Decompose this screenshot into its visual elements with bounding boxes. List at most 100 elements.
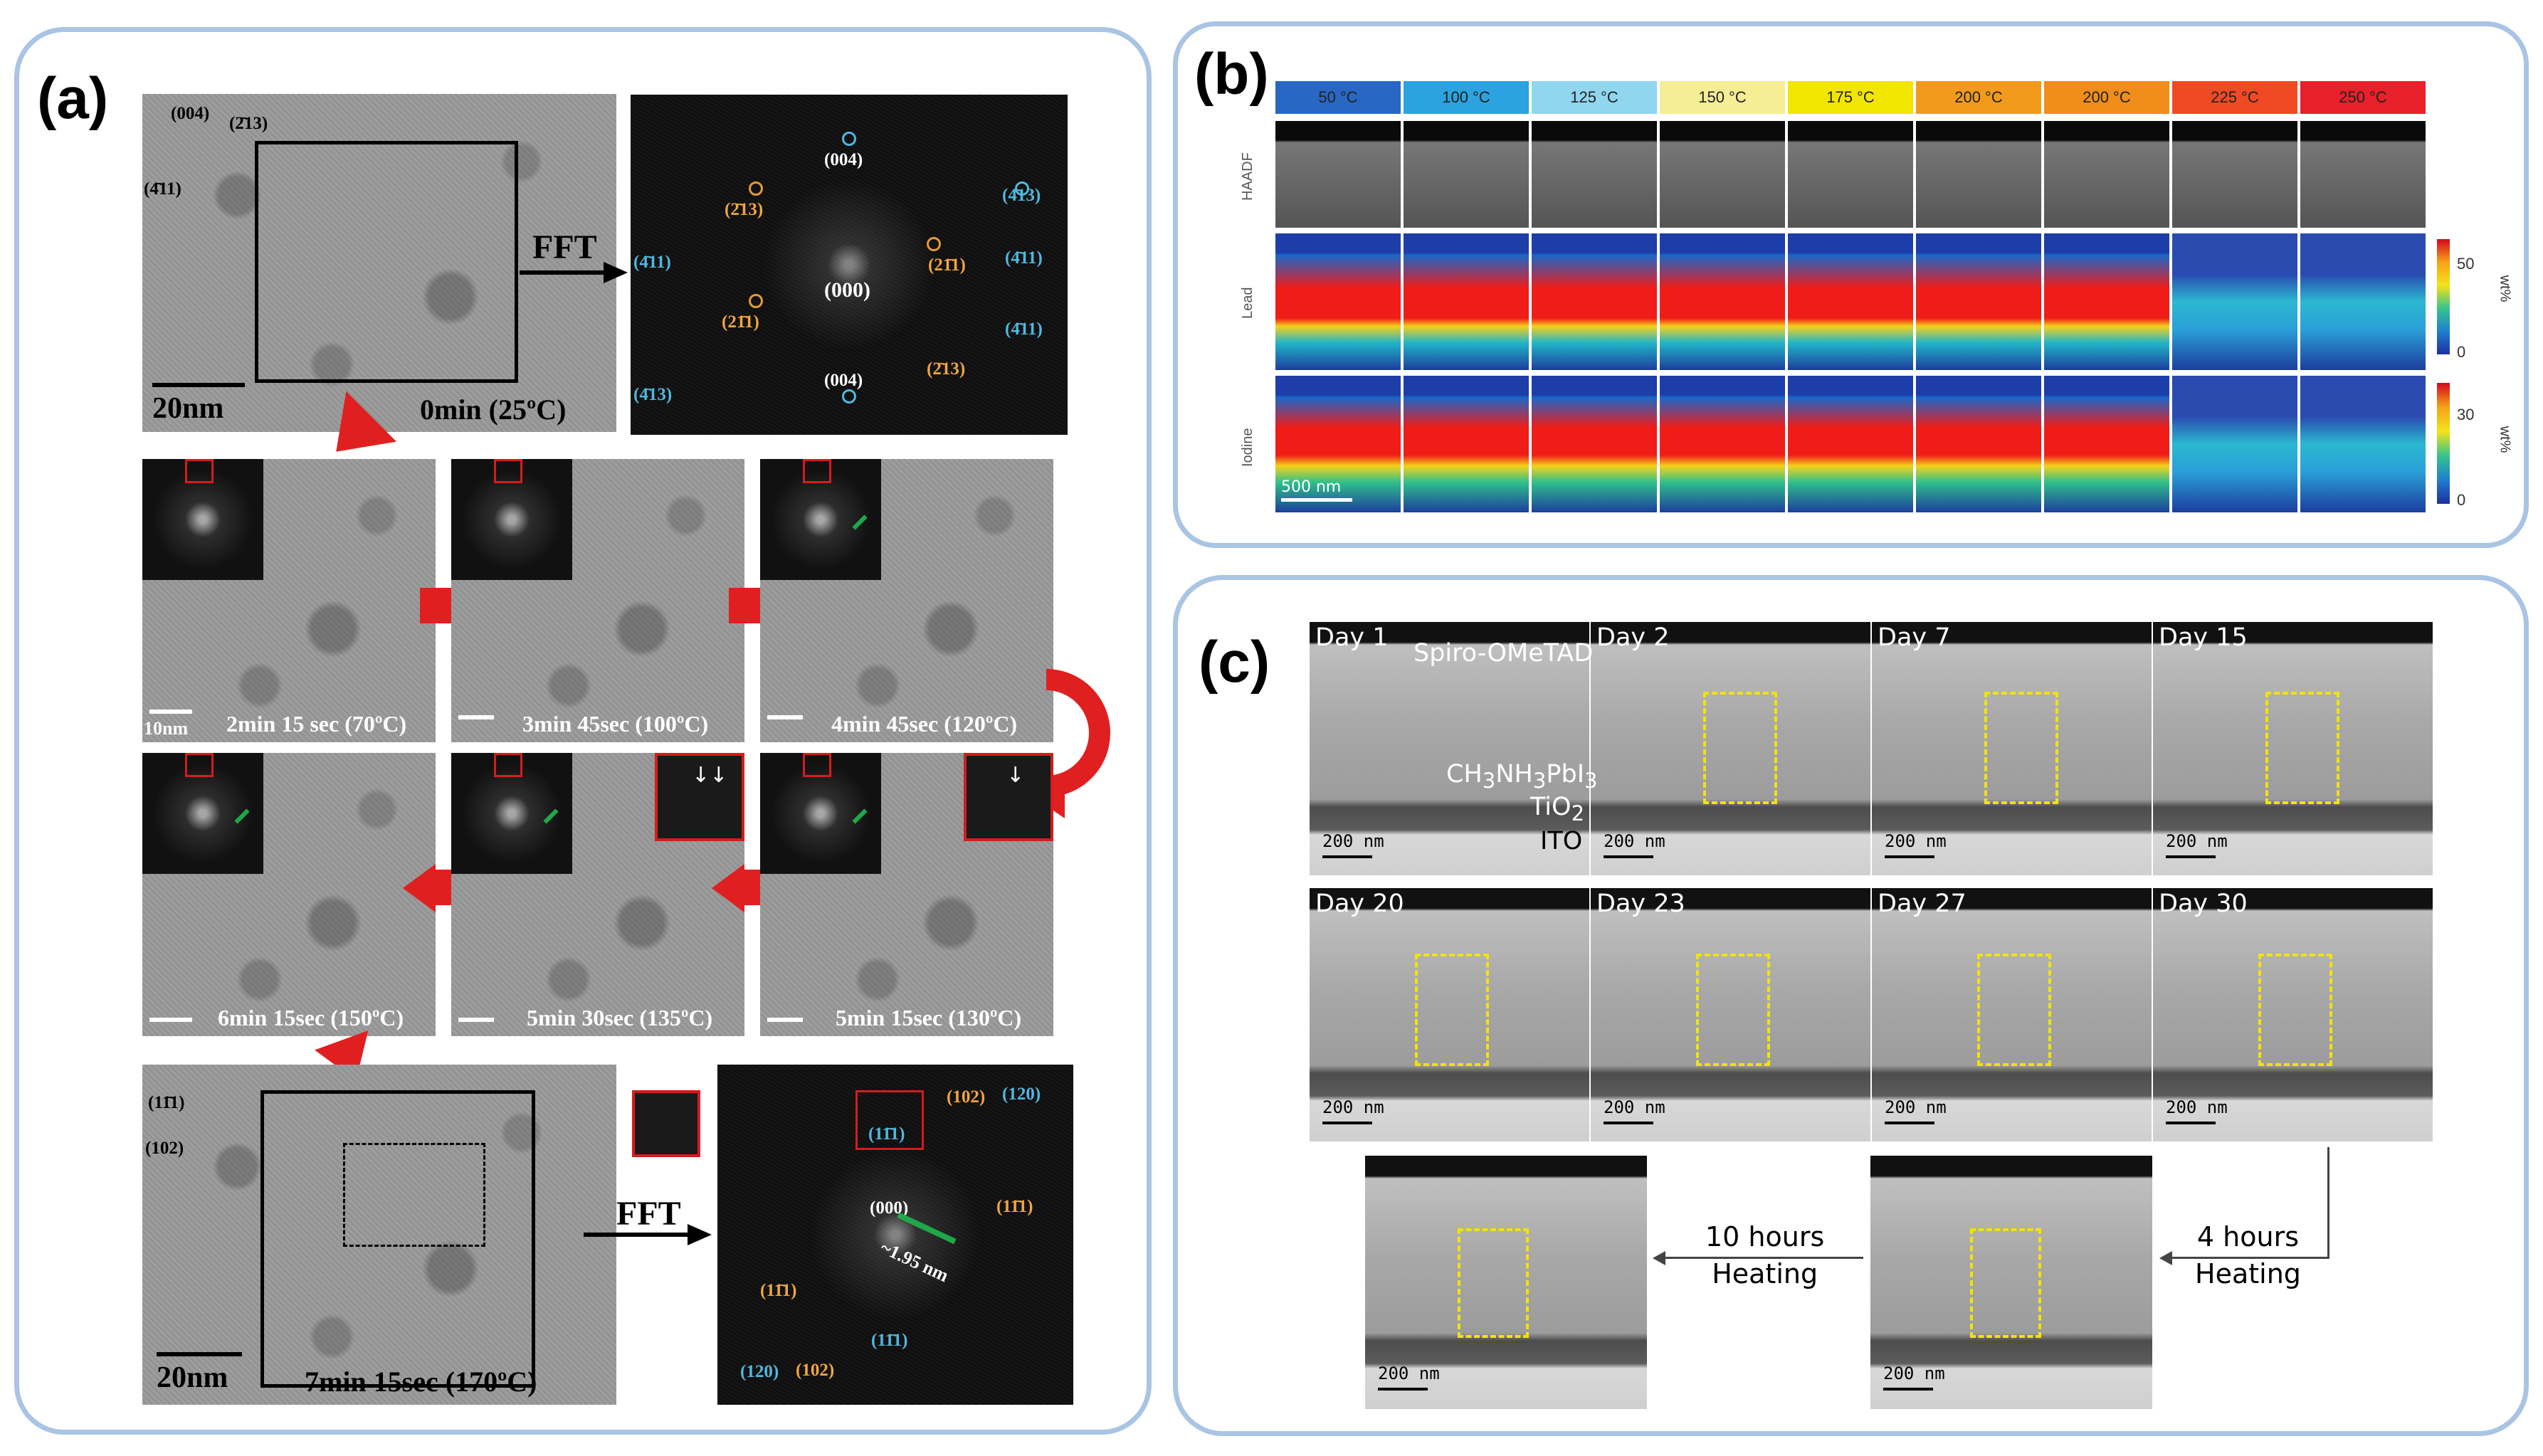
time-label: 5min 15sec (130ºC) [836,1005,1022,1030]
fft-spot [842,389,856,403]
axis-label: (2̄13) [229,114,268,133]
scale-bar [149,709,192,714]
fft-spot [749,181,763,196]
colorbar-tick: 50 [2457,255,2475,273]
arrow-head-icon [2159,1251,2172,1265]
day-label: Day 23 [1596,890,1685,918]
red-arrow-icon [403,864,436,912]
colorbar-unit: wt% [2497,275,2513,302]
row-label-haadf: HAADF [1240,152,1255,201]
haadf-tile [1275,121,1401,228]
highlight-region [1458,1228,1529,1338]
distance-label: ~1.95 nm [877,1236,952,1287]
arrow-head-icon [1653,1251,1665,1265]
selected-spot-box [494,459,522,483]
tem-frame-3: 4min 45sec (120ºC) [760,459,1053,742]
scale-bar-label: 200 nm [1604,1097,1665,1117]
heating-4h-line1: 4 hours [2196,1221,2299,1252]
tem-frame-1: 10nm 2min 15 sec (70ºC) [142,459,436,742]
haadf-tile [1532,121,1657,228]
iodine-map-tile [1788,376,1913,512]
iodine-map-tile [2172,376,2297,512]
sem-image-tile: Day 15 200 nm [2153,622,2433,875]
day-label: Day 30 [2159,890,2248,918]
fft-spot-label: (004) [824,371,863,390]
tem-image-initial: 20nm 0min (25ºC) (004) (2̄13) (4̄11) [142,94,616,432]
lead-colorbar [2437,239,2450,354]
temperature-cell: 250 °C [2300,81,2426,114]
iodine-map-tile [1532,376,1657,512]
lead-map-tile [2172,233,2297,370]
sem-image-4h: 200 nm [1870,1156,2152,1409]
fft-spot-label: (11̄1) [760,1281,797,1300]
day-label: Day 27 [1878,890,1967,918]
fft-spot [749,294,763,308]
scale-bar [1604,1122,1653,1124]
day-label: Day 20 [1315,890,1404,918]
selected-spot-box [803,459,831,483]
time-label: 4min 45sec (120ºC) [831,711,1018,737]
scale-bar [1885,1122,1934,1124]
scale-bar [1885,855,1934,858]
iodine-map-tile [1660,376,1785,512]
fft-spot [927,237,941,251]
green-arrow-icon [897,1212,957,1245]
fft-spot-label: (21̄1) [722,312,759,332]
scale-bar-label: 200 nm [2166,831,2228,851]
day-label: Day 2 [1596,623,1670,652]
zoom-inset: ↓ [964,753,1053,841]
panel-b-letter: (b) [1194,42,1269,107]
fft-spot-label: (11̄1) [996,1197,1033,1216]
temperature-cell: 225 °C [2172,81,2297,114]
selected-spot-box [494,753,522,777]
selected-region [260,1090,535,1388]
day-label: Day 15 [2159,623,2248,652]
scale-bar-label: 20nm [157,1361,228,1394]
axis-label: (4̄11) [144,179,181,199]
red-arrow-icon [712,864,744,912]
arrow-left-icon [2166,1257,2329,1259]
sem-image-10h: 200 nm [1365,1156,1647,1409]
selected-spot-box [185,459,214,483]
fft-inset [760,753,881,874]
fft-inset [451,753,572,874]
scale-bar-label: 20nm [152,392,224,425]
selected-region [255,141,518,383]
fft-spot-label: (11̄1) [871,1331,908,1350]
fft-spot-label: (4̄13) [633,385,673,404]
highlight-region [2265,692,2339,804]
scale-bar [1604,855,1653,858]
white-arrow-icon: ↓ [1006,763,1025,788]
scale-bar-label: 10nm [144,718,189,739]
green-arrow-icon [852,808,868,824]
fft-pattern-final: (102) (120) (11̄1) (000) (11̄1) (11̄1) (… [717,1065,1073,1405]
tem-frame-2: 3min 45sec (100ºC) [451,459,744,742]
scale-bar [2166,855,2216,858]
heating-10h-label: 10 hours Heating [1705,1218,1824,1292]
heating-4h-line2: Heating [2195,1258,2301,1289]
fft-inset [142,459,263,580]
arrow-head-icon [688,1224,712,1245]
arrow-head-icon [604,262,628,283]
arrow-right-icon [584,1233,690,1237]
fft-spot-label: (4̄13) [1002,186,1041,205]
fft-spot-label: (102) [796,1361,835,1380]
time-label: 7min 15sec (170ºC) [305,1366,537,1398]
lead-map-tile [1404,233,1529,370]
scale-bar [2166,1122,2216,1124]
panel-a-letter: (a) [37,66,109,131]
layer-label-tio2: TiO2 [1530,793,1585,825]
scale-bar-label: 200 nm [1604,831,1665,851]
haadf-tile [2300,121,2426,228]
temperature-cell: 150 °C [1660,81,1785,114]
dashed-region [343,1143,485,1247]
highlight-region [2258,954,2332,1066]
fft-spot-label: (4̄11) [1005,248,1043,268]
zoom-inset [632,1090,700,1157]
iodine-colorbar [2437,383,2450,504]
fft-label: FFT [616,1195,681,1233]
